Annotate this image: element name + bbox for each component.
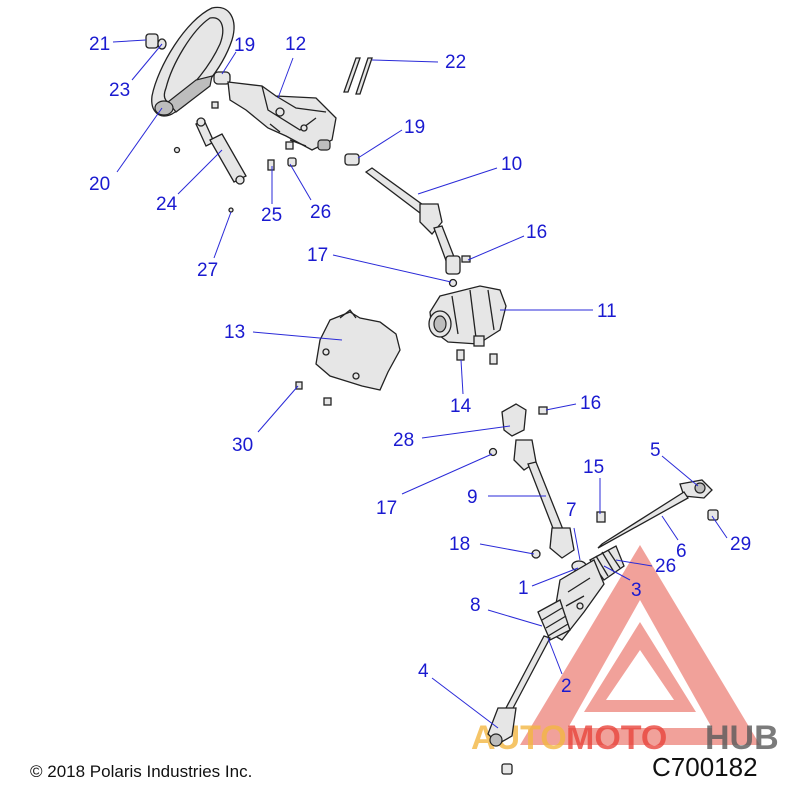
callout-19: 19	[404, 117, 425, 138]
part-28-boot	[501, 403, 527, 437]
callout-1: 1	[518, 578, 529, 599]
watermark-triangle	[520, 545, 760, 745]
callout-22: 22	[445, 52, 466, 73]
callout-8: 8	[470, 595, 481, 616]
part-24-gas-strut	[195, 117, 247, 185]
part-2-tie-rod-left	[505, 635, 551, 711]
callout-20: 20	[89, 174, 110, 195]
callout-26: 26	[310, 202, 331, 223]
part-21-cap	[145, 33, 159, 49]
callout-30: 30	[232, 435, 253, 456]
part-16-upper-bolt	[461, 255, 471, 263]
part-4-tie-rod-end-left	[487, 707, 517, 775]
part-8-left-boot	[537, 599, 571, 641]
callout-16: 16	[580, 393, 601, 414]
watermark-inner-mark	[584, 622, 696, 712]
callout-21: 21	[89, 34, 110, 55]
callout-16: 16	[526, 222, 547, 243]
callout-24: 24	[156, 194, 178, 215]
watermark-moto: MOTO	[566, 719, 667, 757]
callout-23: 23	[109, 80, 130, 101]
callout-19: 19	[234, 35, 255, 56]
callout-28: 28	[393, 430, 414, 451]
part-6-tie-rod-right	[597, 491, 689, 549]
part-30-screws	[295, 381, 332, 406]
watermark-auto: AUTO	[471, 719, 567, 757]
callout-10: 10	[501, 154, 522, 175]
part-19-upper-bushing	[213, 71, 231, 85]
callout-5: 5	[650, 440, 661, 461]
leader-lines	[112, 39, 728, 729]
part-17-lower-nut	[488, 447, 498, 457]
watermark-logo	[520, 545, 760, 745]
part-9-lower-shaft	[513, 439, 575, 559]
callout-26: 26	[655, 556, 676, 577]
part-17-upper-nut	[448, 278, 458, 288]
callout-17: 17	[307, 245, 328, 266]
callout-2: 2	[561, 676, 572, 697]
part-15-bolt	[596, 511, 606, 523]
watermark-hub: HUB	[705, 719, 779, 757]
part-small-hardware-upper	[173, 101, 297, 213]
part-14-bolts	[456, 349, 498, 365]
callout-29: 29	[730, 534, 751, 555]
part-12-column-bracket	[227, 81, 337, 151]
callout-15: 15	[583, 457, 604, 478]
part-19-lower-bushing	[344, 153, 360, 166]
callout-14: 14	[450, 396, 472, 417]
callout-13: 13	[224, 322, 245, 343]
callout-6: 6	[676, 541, 687, 562]
callout-7: 7	[566, 500, 577, 521]
copyright-notice: © 2018 Polaris Industries Inc.	[30, 762, 253, 781]
part-11-power-steering-unit	[428, 285, 507, 347]
diagram-code: C700182	[652, 752, 758, 782]
callout-12: 12	[285, 34, 306, 55]
part-20-steering-wheel	[151, 6, 235, 117]
callout-numbers: 21 23 19 12 22 19 20 24 25 26 10 16 27 1…	[89, 34, 751, 697]
callout-4: 4	[418, 661, 429, 682]
callout-27: 27	[197, 260, 218, 281]
callout-3: 3	[631, 580, 642, 601]
callout-18: 18	[449, 534, 470, 555]
part-10-upper-shaft	[364, 167, 461, 275]
part-13-cover	[315, 309, 401, 391]
part-22-bolts	[343, 57, 373, 95]
part-29-nut	[707, 509, 719, 521]
watermark-wordmark: AUTO MOTO HUB	[471, 719, 779, 757]
callout-17: 17	[376, 498, 397, 519]
part-16-lower-bolt	[538, 406, 548, 415]
callout-11: 11	[597, 301, 617, 322]
callout-25: 25	[261, 205, 282, 226]
callout-9: 9	[467, 487, 478, 508]
